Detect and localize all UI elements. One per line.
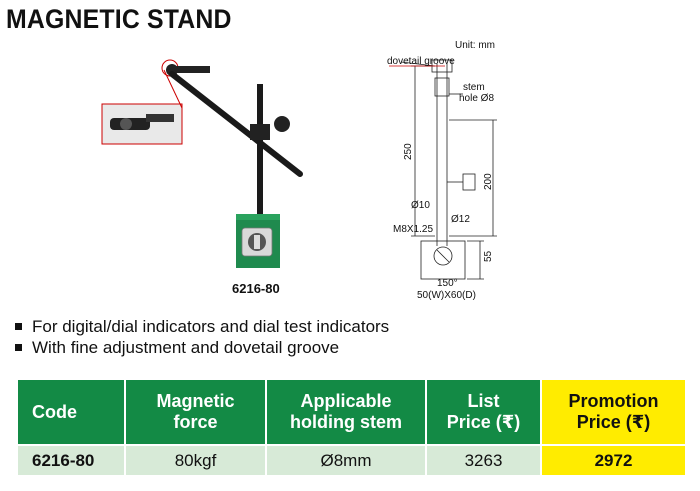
dovetail-label: dovetail groove [387, 56, 455, 67]
feature-item: For digital/dial indicators and dial tes… [12, 316, 389, 337]
table-row: 6216-80 80kgf Ø8mm 3263 2972 [16, 444, 687, 477]
bullet-square-icon [15, 344, 22, 351]
drawing-lines [389, 59, 497, 280]
page-title: MAGNETIC STAND [6, 4, 232, 34]
technical-drawing: Unit: mm dovetail groove stem hole Ø8 25… [385, 36, 525, 304]
bullet-square-icon [15, 323, 22, 330]
thread-label: M8X1.25 [393, 224, 434, 235]
header-code: Code [16, 378, 126, 446]
cell-stem: Ø8mm [265, 444, 427, 477]
product-photo [101, 59, 303, 268]
cell-code: 6216-80 [16, 444, 126, 477]
feature-item: With fine adjustment and dovetail groove [12, 337, 389, 358]
cell-force: 80kgf [124, 444, 267, 477]
angle-label: 150° [437, 278, 458, 289]
dim-250-label: 250 [403, 143, 414, 160]
feature-text: With fine adjustment and dovetail groove [32, 337, 340, 357]
dim-12-label: Ø12 [451, 214, 470, 225]
feature-list: For digital/dial indicators and dial tes… [12, 316, 389, 358]
dim-55-label: 55 [483, 250, 494, 262]
feature-text: For digital/dial indicators and dial tes… [32, 316, 390, 336]
cell-list-price: 3263 [425, 444, 542, 477]
stem-hole-label-2: hole Ø8 [459, 93, 495, 104]
photo-caption: 6216-80 [232, 281, 280, 296]
unit-label: Unit: mm [455, 40, 495, 51]
base-dim-label: 50(W)X60(D) [417, 290, 476, 301]
dim-10-label: Ø10 [411, 200, 430, 211]
stem-hole-label-1: stem [463, 82, 485, 93]
dim-200-label: 200 [483, 173, 494, 190]
cell-promotion-price: 2972 [540, 444, 687, 477]
